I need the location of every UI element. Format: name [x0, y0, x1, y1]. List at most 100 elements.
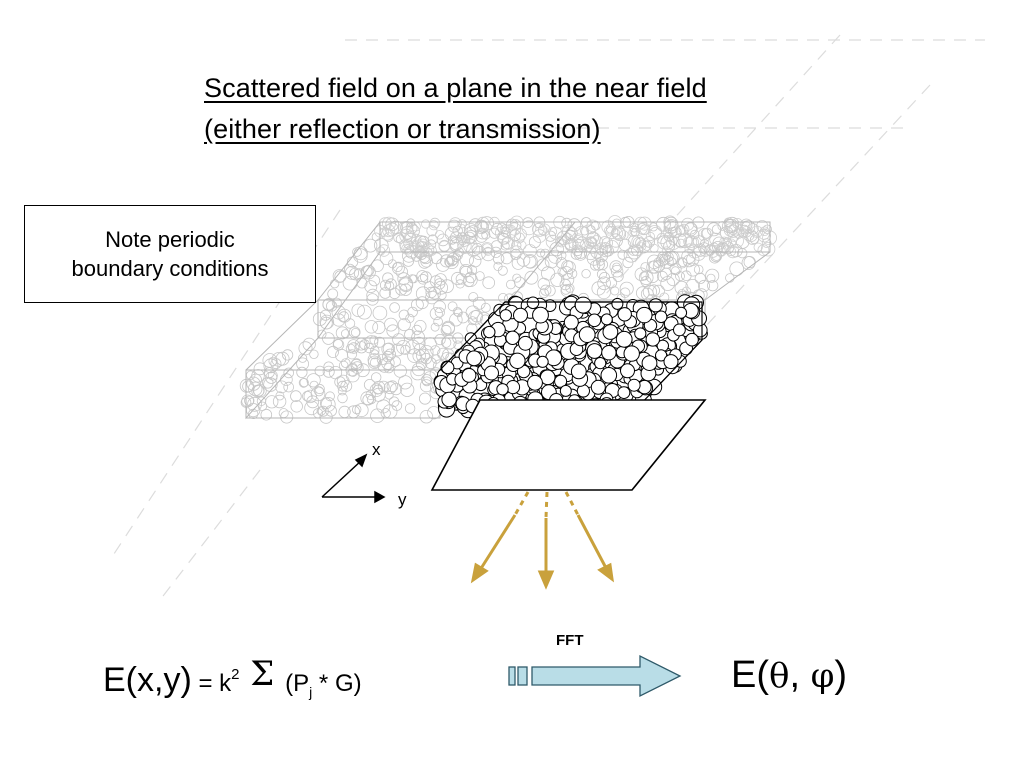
particle-sphere	[574, 225, 589, 241]
particle-sphere	[337, 386, 347, 396]
particle-sphere	[337, 392, 348, 404]
particle-sphere	[304, 400, 319, 416]
particle-sphere	[309, 349, 319, 360]
particle-sphere	[673, 323, 686, 337]
particle-sphere	[640, 262, 651, 273]
particle-sphere	[441, 321, 456, 336]
note-box: Note periodic boundary conditions	[24, 205, 316, 303]
particle-sphere	[647, 254, 662, 269]
particle-sphere	[344, 318, 356, 329]
particle-sphere	[360, 265, 373, 278]
particle-sphere	[322, 365, 335, 378]
particle-sphere	[686, 262, 700, 277]
particle-sphere	[303, 389, 318, 404]
particle-sphere	[371, 387, 386, 402]
particle-sphere	[372, 305, 388, 321]
particle-sphere	[242, 380, 255, 393]
particle-sphere	[523, 244, 537, 258]
particle-sphere	[612, 227, 627, 241]
particle-sphere	[513, 307, 528, 323]
particle-sphere	[684, 243, 695, 254]
particle-sphere	[351, 303, 365, 318]
particle-sphere	[480, 242, 494, 255]
particle-sphere	[595, 242, 609, 256]
particle-sphere	[415, 296, 429, 310]
particle-sphere	[740, 218, 753, 231]
particle-sphere	[461, 368, 477, 383]
particle-sphere	[263, 358, 279, 374]
particle-sphere	[464, 226, 477, 239]
particle-sphere	[351, 358, 362, 369]
particle-sphere	[314, 365, 326, 377]
particle-sphere	[681, 217, 695, 231]
particle-sphere	[409, 241, 423, 254]
particle-sphere	[451, 271, 465, 286]
eq-right-prefix: E(	[731, 654, 769, 696]
particle-sphere	[400, 382, 415, 397]
particle-sphere	[370, 345, 380, 356]
particle-sphere	[346, 256, 359, 268]
particle-sphere	[694, 272, 706, 284]
particle-sphere	[505, 380, 521, 395]
particle-sphere	[494, 226, 509, 240]
particle-sphere	[445, 255, 459, 270]
particle-sphere	[536, 258, 550, 272]
particle-sphere	[641, 355, 658, 372]
particle-sphere	[524, 270, 539, 285]
particle-sphere	[366, 288, 380, 302]
particle-sphere	[342, 275, 358, 291]
particle-sphere	[648, 298, 663, 313]
particle-sphere	[701, 227, 714, 239]
particle-sphere	[338, 311, 350, 322]
particle-sphere	[384, 280, 395, 291]
particle-sphere	[697, 227, 712, 242]
particle-sphere	[645, 231, 656, 242]
particle-sphere	[434, 333, 446, 346]
theta-symbol: θ	[769, 656, 790, 696]
particle-sphere	[348, 362, 358, 372]
particle-sphere	[412, 336, 426, 350]
particle-sphere	[353, 268, 365, 280]
particle-sphere	[750, 225, 763, 238]
particle-sphere	[337, 380, 349, 392]
particle-sphere	[360, 391, 375, 406]
particle-sphere	[366, 394, 377, 405]
particle-sphere	[724, 218, 739, 234]
particle-sphere	[328, 365, 343, 380]
particle-sphere	[554, 374, 568, 388]
particle-sphere	[398, 277, 414, 293]
particle-sphere	[666, 272, 680, 287]
particle-sphere	[253, 362, 267, 376]
scattered-field-arrows	[470, 491, 614, 590]
particle-sphere	[249, 373, 263, 387]
particle-sphere	[618, 230, 629, 240]
particle-sphere	[265, 371, 278, 384]
particle-sphere	[743, 255, 756, 269]
particle-sphere	[501, 236, 515, 250]
particle-sphere	[760, 241, 776, 257]
particle-sphere	[758, 228, 770, 240]
particle-sphere	[547, 227, 558, 237]
eq-equals: = k	[191, 670, 232, 697]
particle-sphere	[622, 257, 634, 269]
particle-sphere	[505, 330, 520, 345]
note-line-1: Note periodic	[105, 227, 235, 252]
particle-sphere	[602, 324, 619, 340]
particle-sphere	[372, 320, 386, 335]
fft-arrow-body	[531, 654, 682, 698]
particle-sphere	[419, 410, 434, 424]
particle-sphere	[729, 233, 744, 249]
particle-sphere	[441, 320, 456, 335]
particle-sphere	[411, 330, 426, 345]
arrow-left-dotted	[513, 491, 530, 516]
particle-sphere	[555, 239, 570, 254]
particle-sphere	[384, 390, 394, 400]
particle-sphere	[412, 239, 425, 252]
particle-sphere	[419, 379, 433, 393]
particle-sphere	[499, 309, 512, 322]
particle-sphere	[656, 216, 671, 232]
particle-sphere	[296, 366, 308, 378]
particle-sphere	[647, 284, 661, 297]
particle-sphere	[363, 238, 378, 253]
eq-lhs: E(x,y)	[103, 661, 192, 699]
